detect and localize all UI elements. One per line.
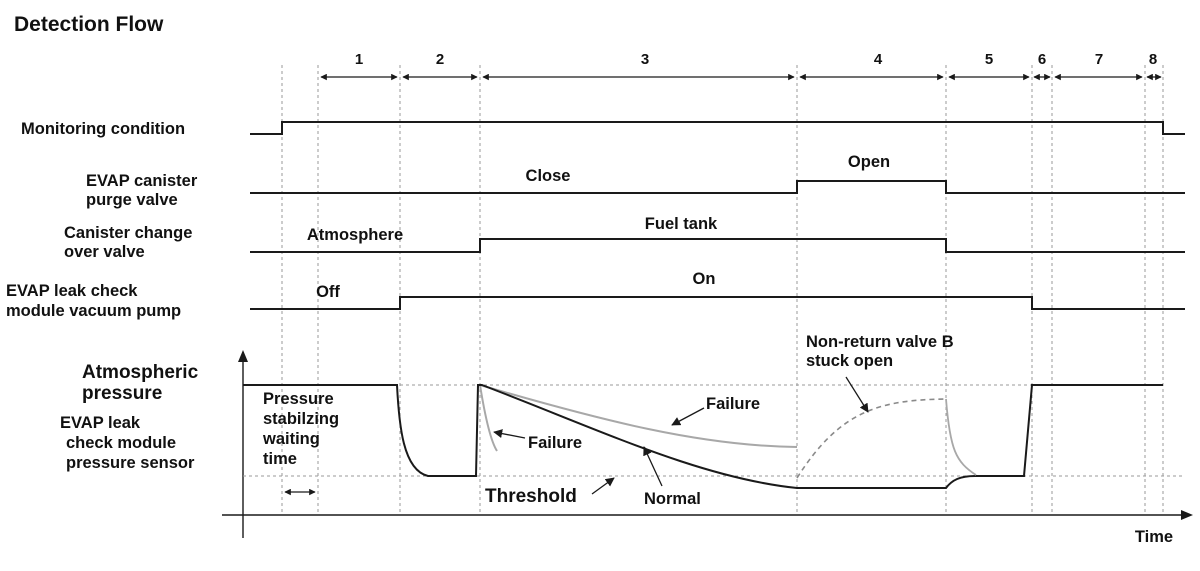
normal-pointer (643, 446, 663, 487)
failure-label-upper: Failure (706, 395, 760, 413)
changeover-valve-signal (250, 238, 1185, 253)
purge-valve-state-close: Close (526, 167, 571, 185)
phase-number: 3 (641, 51, 649, 68)
vacuum-pump-label-line1: EVAP leak check (6, 282, 138, 300)
monitoring-condition-signal (250, 121, 1185, 135)
changeover-valve-label-line2: over valve (64, 243, 145, 261)
threshold-pointer (591, 477, 615, 495)
changeover-valve-state-atmosphere: Atmosphere (307, 226, 403, 244)
failure-curve-early (479, 384, 498, 452)
failure-lower-pointer (493, 429, 526, 439)
purge-valve-label-line1: EVAP canister (86, 172, 198, 190)
purge-valve-label-line2: purge valve (86, 191, 178, 209)
phase-number: 2 (436, 51, 444, 68)
wait-time-label-line2: stabilzing (263, 410, 339, 428)
phase-number: 4 (874, 51, 883, 68)
nrv-label-line2: stuck open (806, 352, 893, 370)
phase-markers: 1 2 3 4 5 6 7 8 (320, 51, 1162, 81)
pressure-axes (222, 350, 1193, 538)
wait-time-label-line3: waiting (262, 430, 320, 448)
nrv-stuck-open-curve (796, 398, 947, 479)
wait-time-label-line1: Pressure (263, 390, 334, 408)
atmospheric-pressure-label-line1: Atmospheric (82, 362, 199, 383)
purge-valve-signal (250, 180, 1185, 194)
phase-number: 1 (355, 51, 363, 68)
failure-upper-pointer (671, 407, 705, 426)
phase-number: 5 (985, 51, 993, 68)
wait-time-label-line4: time (263, 450, 297, 468)
threshold-label: Threshold (485, 486, 577, 507)
pressure-sensor-label-line1: EVAP leak (60, 414, 141, 432)
vacuum-pump-state-on: On (693, 270, 716, 288)
nrv-pointer (845, 376, 869, 413)
decay-curve (945, 398, 977, 476)
failure-curve-upper (479, 384, 798, 448)
changeover-valve-state-fueltank: Fuel tank (645, 215, 718, 233)
time-axis-label: Time (1135, 528, 1173, 546)
failure-label-lower: Failure (528, 434, 582, 452)
phase-number: 7 (1095, 51, 1103, 68)
atmospheric-pressure-label-line2: pressure (82, 383, 162, 404)
monitoring-condition-label: Monitoring condition (21, 120, 185, 138)
vacuum-pump-label-line2: module vacuum pump (6, 302, 181, 320)
diagram-title: Detection Flow (14, 13, 164, 36)
vacuum-pump-state-off: Off (316, 283, 340, 301)
pressure-sensor-label-line3: pressure sensor (66, 454, 195, 472)
pressure-sensor-trace (243, 384, 1163, 489)
normal-label: Normal (644, 490, 701, 508)
phase-number: 8 (1149, 51, 1157, 68)
phase-number: 6 (1038, 51, 1046, 68)
changeover-valve-label-line1: Canister change (64, 224, 192, 242)
nrv-label-line1: Non-return valve B (806, 333, 954, 351)
pressure-sensor-label-line2: check module (66, 434, 176, 452)
phase-boundary-guides (281, 65, 1164, 515)
vacuum-pump-signal (250, 296, 1185, 310)
purge-valve-state-open: Open (848, 153, 890, 171)
